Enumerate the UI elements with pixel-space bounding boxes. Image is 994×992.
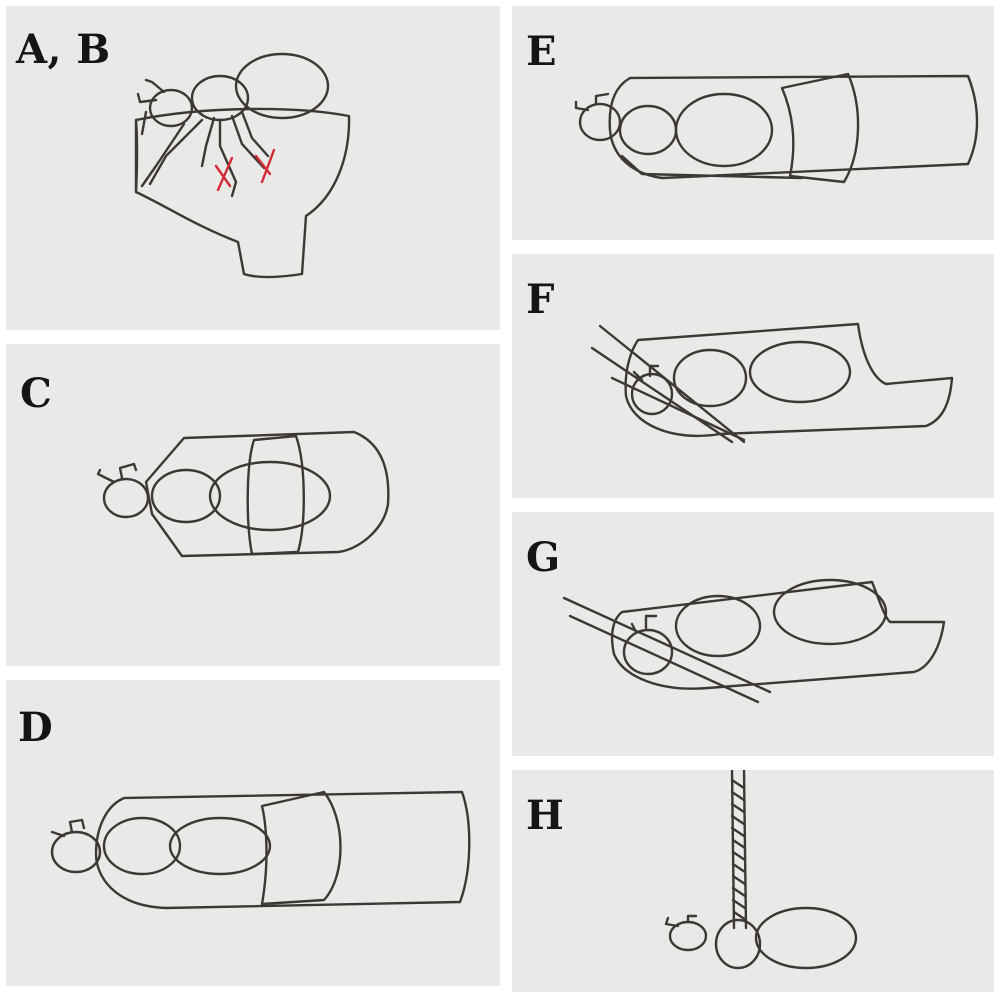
ant-on-tube-stand-drawing [6,6,500,330]
ant-entering-tube-drawing [512,6,994,240]
panel-d: D [6,680,500,986]
panel-g: G [512,512,994,756]
ant-hanging-on-thread-drawing [512,770,994,992]
cross-mark-left [216,158,232,190]
ant-in-long-tube-drawing [6,680,500,986]
panel-f: F [512,254,994,498]
ant-in-short-tube-drawing [6,344,500,666]
panel-e: E [512,6,994,240]
panel-c: C [6,344,500,666]
ant-held-with-forceps-drawing [512,512,994,756]
cross-mark-right [256,150,274,182]
panel-h: H [512,770,994,992]
ant-in-half-tube-drawing [512,254,994,498]
panel-ab: A, B [6,6,500,330]
